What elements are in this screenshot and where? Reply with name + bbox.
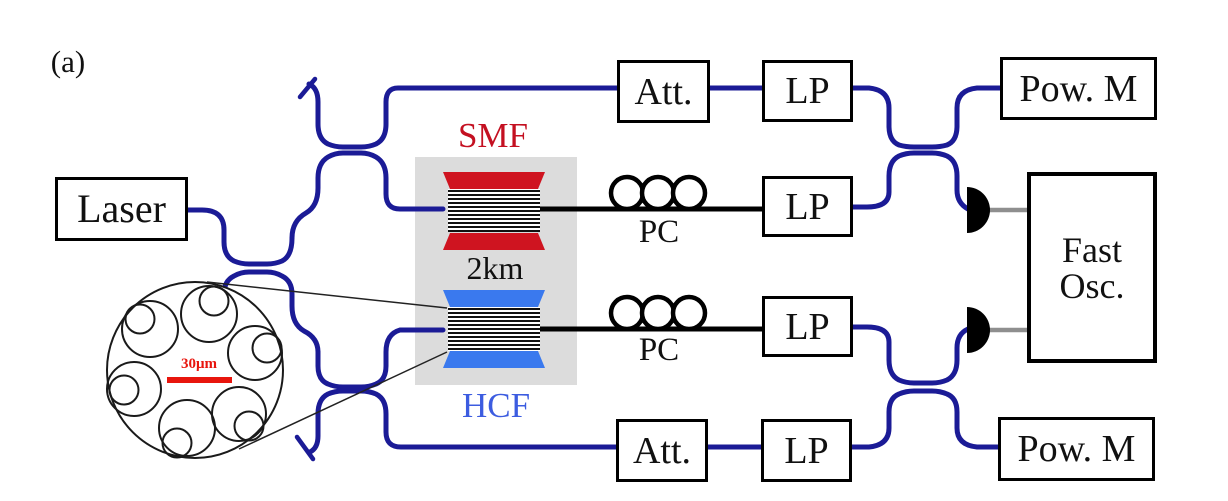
photodetector-icon bbox=[967, 307, 990, 353]
attenuator-bottom-label: Att. bbox=[632, 429, 692, 472]
laser-output-fiber bbox=[185, 207, 295, 267]
pc-loop-icon bbox=[670, 294, 708, 332]
attenuator-bottom-box: Att. bbox=[616, 419, 708, 482]
smf-spool-bottom-flange bbox=[443, 233, 545, 250]
smf-spool bbox=[443, 172, 545, 250]
power-meter-bottom-box: Pow. M bbox=[998, 417, 1155, 481]
fast-osc-label-line2: Osc. bbox=[1059, 265, 1125, 306]
pc-loop-icon bbox=[639, 174, 677, 212]
coupler4-lower-fiber bbox=[850, 150, 971, 212]
inset-callout-lines bbox=[206, 281, 448, 450]
smf-spool-top-flange bbox=[443, 172, 545, 189]
hcf-spool-windings bbox=[448, 308, 540, 350]
polarizer-smf-box: LP bbox=[762, 176, 853, 237]
attenuator-top-label: Att. bbox=[634, 70, 693, 113]
nested-tubes bbox=[106, 285, 283, 459]
hcf-label: HCF bbox=[461, 386, 531, 425]
detector-cables bbox=[985, 207, 1028, 333]
pc-loop-icon bbox=[608, 174, 646, 212]
coupler5-upper-fiber bbox=[850, 324, 971, 386]
pc-bottom-label: PC bbox=[638, 332, 680, 368]
smf-label: SMF bbox=[457, 116, 529, 155]
hcf-spool-bottom-flange bbox=[443, 351, 545, 368]
attenuator-top-box: Att. bbox=[617, 60, 710, 123]
fast-oscilloscope-box: Fast Osc. bbox=[1027, 172, 1157, 363]
scale-bar bbox=[167, 377, 232, 383]
polarizer-hcf-label: LP bbox=[785, 305, 830, 348]
cladding-circle bbox=[106, 281, 284, 459]
spool-length-label: 2km bbox=[466, 250, 524, 286]
polarization-controller-loops bbox=[608, 174, 708, 212]
polarizer-smf-label: LP bbox=[785, 185, 830, 228]
figure-panel-label: (a) bbox=[50, 44, 86, 79]
polarizer-hcf-box: LP bbox=[762, 296, 853, 357]
fiber-cross-section-inset bbox=[106, 281, 284, 459]
polarizer-top-box: LP bbox=[762, 60, 853, 122]
coupler1-lower-fiber bbox=[289, 150, 446, 241]
pc-loop-icon bbox=[639, 294, 677, 332]
pc-loop-icon bbox=[608, 294, 646, 332]
hcf-spool bbox=[443, 290, 545, 368]
power-meter-bottom-label: Pow. M bbox=[1017, 428, 1136, 470]
scale-bar-label: 30μm bbox=[181, 356, 217, 372]
fiber-path-group bbox=[185, 76, 1003, 462]
laser-label: Laser bbox=[77, 186, 166, 231]
polarizer-bottom-box: LP bbox=[761, 419, 852, 482]
polarization-controller-loops bbox=[608, 294, 708, 332]
photodetector-icon bbox=[967, 187, 990, 233]
pc-loop-icon bbox=[670, 174, 708, 212]
power-meter-top-box: Pow. M bbox=[1000, 57, 1157, 120]
terminated-port-icon bbox=[297, 76, 318, 100]
top-rail-fiber bbox=[306, 81, 1003, 150]
fast-osc-label-line1: Fast bbox=[1061, 229, 1122, 270]
power-meter-top-label: Pow. M bbox=[1019, 67, 1138, 110]
coupler3-upper-fiber bbox=[315, 327, 446, 390]
coupler2-lower-fiber bbox=[221, 269, 321, 355]
terminated-port-icon bbox=[294, 434, 316, 462]
bottom-rail-fiber bbox=[307, 388, 1001, 455]
laser-box: Laser bbox=[55, 177, 188, 241]
pc-top-label: PC bbox=[638, 214, 680, 250]
polarizer-top-label: LP bbox=[785, 70, 830, 112]
hcf-spool-top-flange bbox=[443, 290, 545, 307]
polarizer-bottom-label: LP bbox=[784, 429, 829, 472]
smf-spool-windings bbox=[448, 190, 540, 232]
